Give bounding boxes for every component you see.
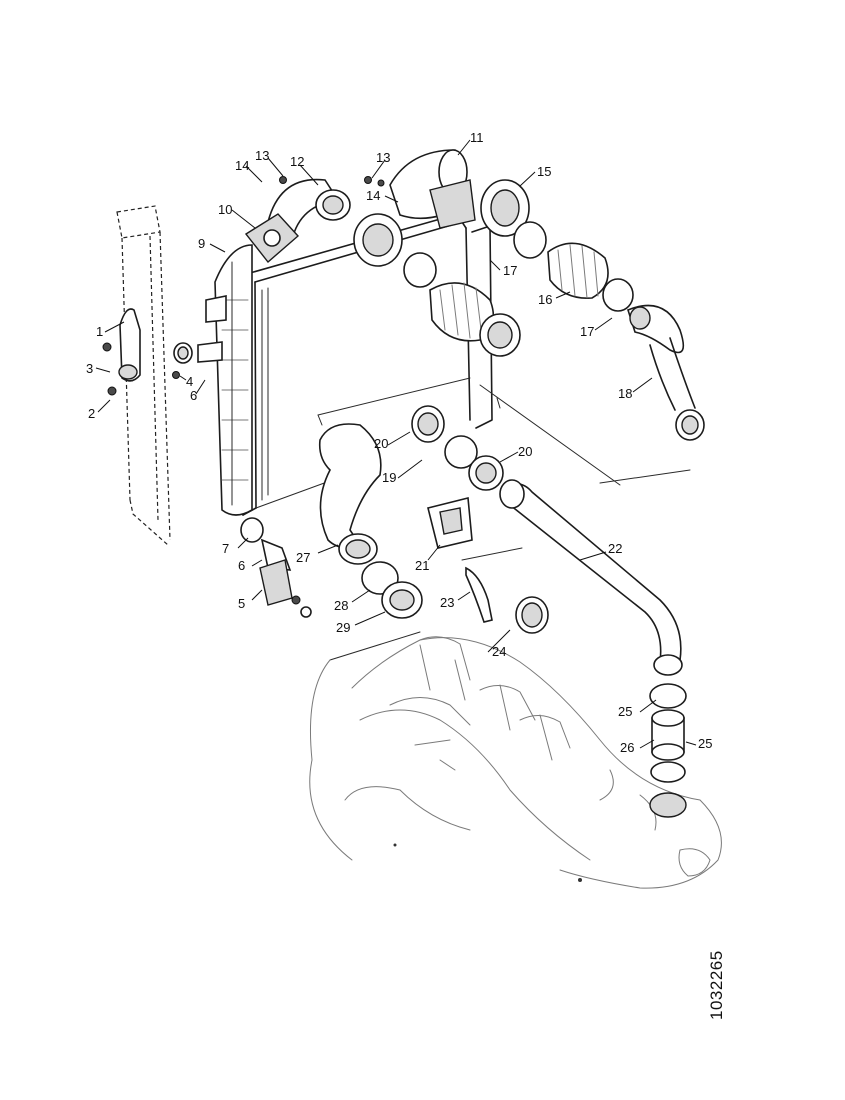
part-label-17-lower: 17 [580, 324, 594, 339]
long-charge-pipe [499, 479, 687, 818]
part-label-15: 15 [537, 164, 551, 179]
part-label-7: 7 [222, 541, 229, 556]
part-label-28: 28 [334, 598, 348, 613]
part-label-1: 1 [96, 324, 103, 339]
part-label-6-upper: 6 [190, 388, 197, 403]
part-label-14-left: 14 [235, 158, 249, 173]
part-label-23: 23 [440, 595, 454, 610]
part-label-6-lower: 6 [238, 558, 245, 573]
part-label-21: 21 [415, 558, 429, 573]
part-label-22: 22 [608, 541, 622, 556]
lower-hose [318, 423, 423, 619]
part-label-20-left: 20 [374, 436, 388, 451]
part-label-11: 11 [470, 130, 484, 145]
part-label-9: 9 [198, 236, 205, 251]
part-label-19: 19 [382, 470, 396, 485]
part-label-29: 29 [336, 620, 350, 635]
part-label-16: 16 [538, 292, 552, 307]
right-charge-pipe [513, 221, 705, 441]
part-label-13-left: 13 [255, 148, 269, 163]
part-label-24: 24 [492, 644, 506, 659]
center-fittings [411, 405, 549, 634]
part-label-12: 12 [290, 154, 304, 169]
part-label-13-right: 13 [376, 150, 390, 165]
fan-shroud [116, 205, 171, 546]
engine-outline [309, 377, 722, 889]
part-label-5: 5 [238, 596, 245, 611]
part-label-10: 10 [218, 202, 232, 217]
side-fittings [172, 295, 312, 618]
part-label-20-right: 20 [518, 444, 532, 459]
part-label-27: 27 [296, 550, 310, 565]
leader-lines [95, 139, 697, 749]
part-label-25-upper: 25 [618, 704, 632, 719]
part-label-14-right: 14 [366, 188, 380, 203]
part-label-4: 4 [186, 374, 193, 389]
part-label-17-upper: 17 [503, 263, 517, 278]
part-label-25-right: 25 [698, 736, 712, 751]
part-label-3: 3 [86, 361, 93, 376]
upper-charge-pipe [244, 149, 530, 357]
mounting-bracket [102, 308, 141, 396]
part-label-2: 2 [88, 406, 95, 421]
part-label-18: 18 [618, 386, 632, 401]
part-labels: 1 2 3 4 5 6 6 7 9 10 11 12 13 13 14 14 1… [86, 130, 712, 755]
drawing-number: 1032265 [707, 950, 726, 1020]
part-label-26: 26 [620, 740, 634, 755]
